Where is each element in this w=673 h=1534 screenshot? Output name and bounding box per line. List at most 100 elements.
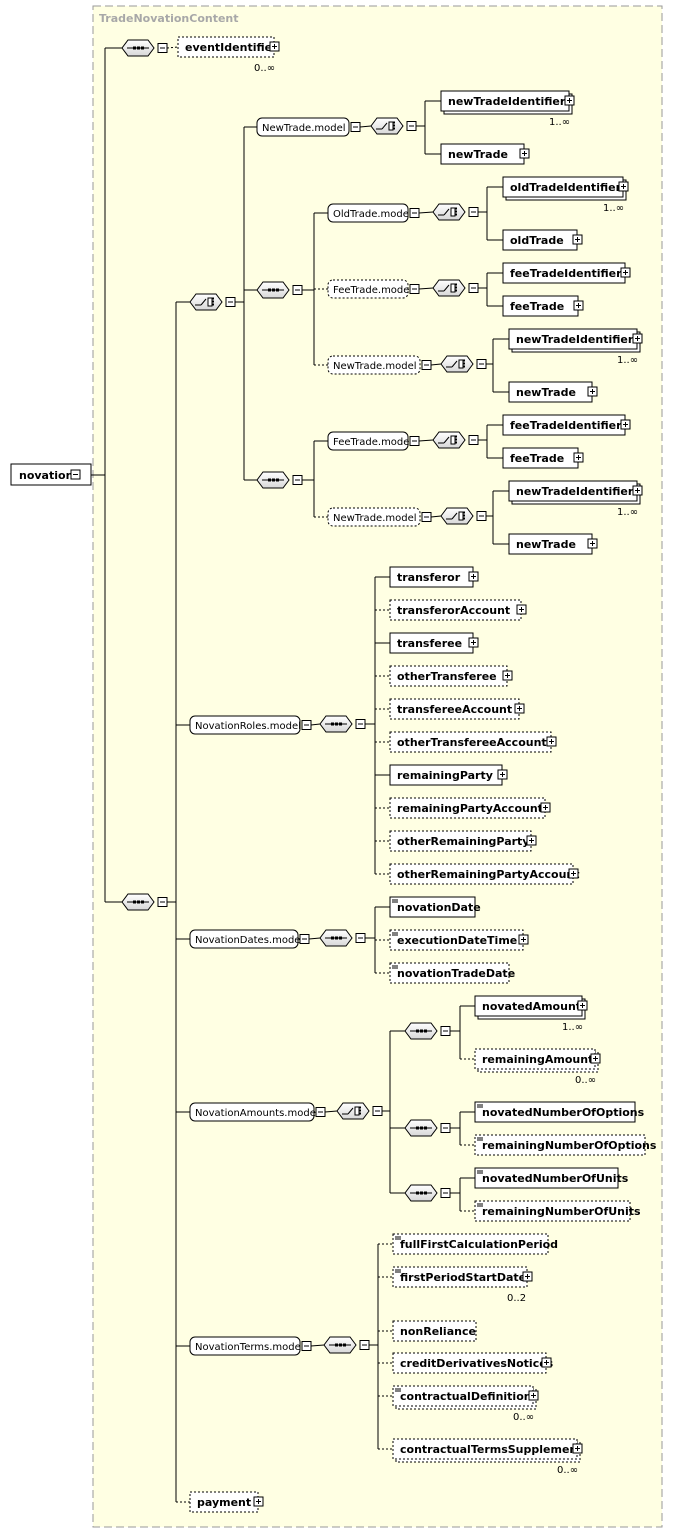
element-otherTransferee[interactable]: otherTransferee xyxy=(389,665,508,687)
expand-feeTradeIdentifier[interactable] xyxy=(620,267,631,278)
expand-payment[interactable] xyxy=(253,1496,264,1507)
choice-compositor[interactable] xyxy=(189,293,223,311)
collapse-compositor[interactable] xyxy=(372,1106,383,1116)
choice-compositor[interactable] xyxy=(432,203,466,221)
choice-compositor[interactable] xyxy=(432,279,466,297)
sequence-compositor[interactable] xyxy=(256,471,290,489)
collapse-newTradeModel[interactable] xyxy=(421,512,432,522)
element-payment[interactable]: payment xyxy=(189,1491,259,1513)
choice-compositor[interactable] xyxy=(370,117,404,135)
element-remainingNumberOfUnits[interactable]: remainingNumberOfUnits xyxy=(474,1200,641,1222)
element-newTrade[interactable]: newTrade xyxy=(440,143,525,165)
expand-remainingAmount[interactable] xyxy=(590,1053,601,1064)
collapse-compositor[interactable] xyxy=(157,43,168,53)
element-transferor[interactable]: transferor xyxy=(389,566,474,588)
collapse-compositor[interactable] xyxy=(440,1123,451,1133)
expand-firstPeriodStartDate[interactable] xyxy=(522,1271,533,1282)
expand-feeTrade[interactable] xyxy=(573,300,584,311)
group-feeTradeModel[interactable]: FeeTrade.model xyxy=(327,279,412,299)
element-remainingPartyAccount[interactable]: remainingPartyAccount xyxy=(389,797,546,819)
collapse-feeTradeModel[interactable] xyxy=(409,436,420,446)
expand-newTrade[interactable] xyxy=(587,386,598,397)
element-novationDate[interactable]: novationDate xyxy=(389,896,481,918)
collapse-compositor[interactable] xyxy=(468,283,479,293)
expand-newTradeIdentifier[interactable] xyxy=(632,485,643,496)
element-feeTrade[interactable]: feeTrade xyxy=(502,295,579,317)
expand-creditDerivativesNotices[interactable] xyxy=(541,1357,552,1368)
sequence-compositor[interactable] xyxy=(319,929,353,947)
element-newTrade[interactable]: newTrade xyxy=(508,381,593,403)
choice-compositor[interactable] xyxy=(440,355,474,373)
expand-newTrade[interactable] xyxy=(587,538,598,549)
sequence-compositor[interactable] xyxy=(256,281,290,299)
choice-compositor[interactable] xyxy=(336,1102,370,1120)
expand-novatedAmount[interactable] xyxy=(577,1000,588,1011)
expand-otherTransferee[interactable] xyxy=(502,670,513,681)
group-novationDatesModel[interactable]: NovationDates.model xyxy=(189,929,303,949)
group-feeTradeModel[interactable]: FeeTrade.model xyxy=(327,431,412,451)
element-fullFirstCalculationPeriod[interactable]: fullFirstCalculationPeriod xyxy=(392,1233,558,1255)
expand-transfereeAccount[interactable] xyxy=(514,703,525,714)
element-feeTradeIdentifier[interactable]: feeTradeIdentifier xyxy=(502,262,626,284)
collapse-compositor[interactable] xyxy=(292,285,303,295)
element-otherRemainingPartyAccount[interactable]: otherRemainingPartyAccount xyxy=(389,863,580,885)
expand-otherRemainingPartyAccount[interactable] xyxy=(568,868,579,879)
element-executionDateTime[interactable]: executionDateTime xyxy=(389,929,524,951)
expand-contractualDefinitions[interactable] xyxy=(528,1390,539,1401)
group-newTradeModel[interactable]: NewTrade.model xyxy=(327,507,421,527)
element-transferorAccount[interactable]: transferorAccount xyxy=(389,599,522,621)
collapse-novationTermsModel[interactable] xyxy=(301,1341,312,1351)
collapse-novationAmountsModel[interactable] xyxy=(315,1107,326,1117)
group-newTradeModel[interactable]: NewTrade.model xyxy=(256,117,350,137)
expand-otherRemainingParty[interactable] xyxy=(526,835,537,846)
expand-eventIdentifier[interactable] xyxy=(269,41,280,52)
expand-remainingParty[interactable] xyxy=(497,769,508,780)
choice-compositor[interactable] xyxy=(440,507,474,525)
sequence-compositor[interactable] xyxy=(404,1184,438,1202)
expand-contractualTermsSupplement[interactable] xyxy=(572,1443,583,1454)
element-remainingParty[interactable]: remainingParty xyxy=(389,764,503,786)
collapse-compositor[interactable] xyxy=(468,435,479,445)
collapse-compositor[interactable] xyxy=(359,1340,370,1350)
choice-compositor[interactable] xyxy=(432,431,466,449)
collapse-compositor[interactable] xyxy=(225,297,236,307)
expand-feeTradeIdentifier[interactable] xyxy=(620,419,631,430)
group-oldTradeModel[interactable]: OldTrade.model xyxy=(327,203,412,223)
collapse-oldTradeModel[interactable] xyxy=(409,208,420,218)
element-newTrade[interactable]: newTrade xyxy=(508,533,593,555)
sequence-compositor[interactable] xyxy=(121,893,155,911)
expand-executionDateTime[interactable] xyxy=(518,934,529,945)
collapse-novation[interactable] xyxy=(70,469,81,480)
collapse-novationDatesModel[interactable] xyxy=(299,934,310,944)
collapse-feeTradeModel[interactable] xyxy=(409,284,420,294)
sequence-compositor[interactable] xyxy=(404,1022,438,1040)
expand-otherTransfereeAccount[interactable] xyxy=(546,736,557,747)
element-remainingNumberOfOptions[interactable]: remainingNumberOfOptions xyxy=(474,1134,657,1156)
expand-oldTrade[interactable] xyxy=(572,234,583,245)
collapse-compositor[interactable] xyxy=(440,1026,451,1036)
collapse-newTradeModel[interactable] xyxy=(350,122,361,132)
element-feeTrade[interactable]: feeTrade xyxy=(502,447,579,469)
expand-remainingPartyAccount[interactable] xyxy=(540,802,551,813)
collapse-newTradeModel[interactable] xyxy=(421,360,432,370)
element-feeTradeIdentifier[interactable]: feeTradeIdentifier xyxy=(502,414,626,436)
group-novationAmountsModel[interactable]: NovationAmounts.model xyxy=(189,1102,319,1122)
element-otherRemainingParty[interactable]: otherRemainingParty xyxy=(389,830,532,852)
expand-newTradeIdentifier[interactable] xyxy=(564,95,575,106)
collapse-compositor[interactable] xyxy=(476,359,487,369)
sequence-compositor[interactable] xyxy=(121,39,155,57)
expand-feeTrade[interactable] xyxy=(573,452,584,463)
group-novationTermsModel[interactable]: NovationTerms.model xyxy=(189,1336,304,1356)
element-novationTradeDate[interactable]: novationTradeDate xyxy=(389,962,515,984)
collapse-novationRolesModel[interactable] xyxy=(301,720,312,730)
group-novationRolesModel[interactable]: NovationRoles.model xyxy=(189,715,301,735)
expand-newTradeIdentifier[interactable] xyxy=(632,333,643,344)
element-novatedNumberOfOptions[interactable]: novatedNumberOfOptions xyxy=(474,1101,645,1123)
expand-transferor[interactable] xyxy=(468,571,479,582)
collapse-compositor[interactable] xyxy=(406,121,417,131)
